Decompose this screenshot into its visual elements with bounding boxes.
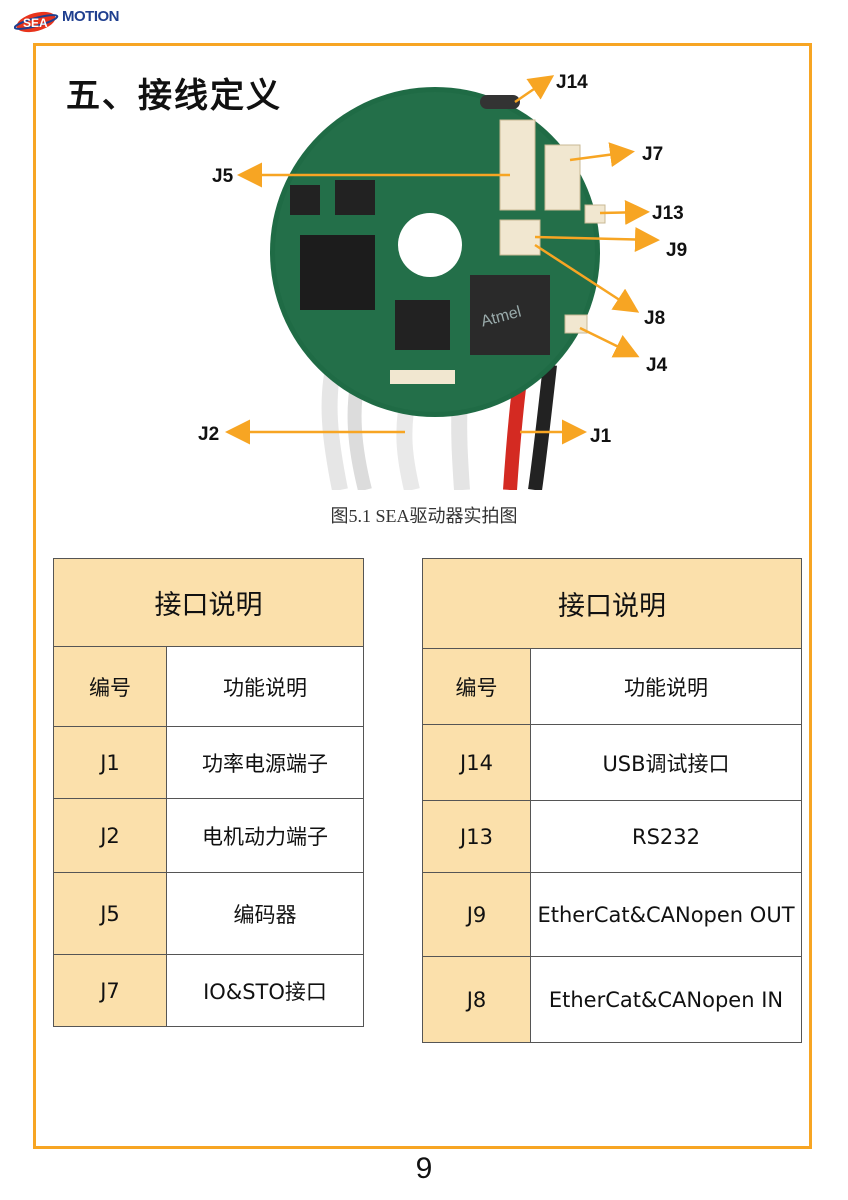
header-code: 编号 bbox=[53, 646, 167, 727]
label-j7: J7 bbox=[642, 144, 663, 165]
connector-j8-j9 bbox=[499, 219, 541, 256]
row-code: J13 bbox=[422, 800, 531, 873]
row-func: EtherCat&CANopen IN bbox=[530, 956, 802, 1043]
row-code: J8 bbox=[422, 956, 531, 1043]
driver-board-photo: Atmel J14 J7 J5 J13 J9 J8 J4 J2 J1 bbox=[198, 72, 687, 490]
label-j13: J13 bbox=[652, 203, 684, 224]
logo-text: MOTION bbox=[62, 8, 120, 25]
usb-port-j14 bbox=[480, 95, 520, 109]
label-j1: J1 bbox=[590, 426, 612, 447]
table-row: J1 功率电源端子 bbox=[53, 726, 364, 799]
table-title: 接口说明 bbox=[53, 558, 364, 647]
row-code: J1 bbox=[53, 726, 167, 799]
row-func: USB调试接口 bbox=[530, 724, 802, 801]
table-row: J8 EtherCat&CANopen IN bbox=[422, 956, 802, 1043]
table-row: J13 RS232 bbox=[422, 800, 802, 873]
table-row: J2 电机动力端子 bbox=[53, 798, 364, 873]
label-j14: J14 bbox=[556, 72, 588, 93]
table-row: J7 IO&STO接口 bbox=[53, 954, 364, 1027]
row-func: RS232 bbox=[530, 800, 802, 873]
atmel-chip bbox=[470, 275, 550, 355]
section-title: 五、接线定义 bbox=[66, 76, 282, 116]
label-j9: J9 bbox=[666, 240, 687, 261]
header-code: 编号 bbox=[422, 648, 531, 725]
page-frame bbox=[33, 43, 812, 1149]
row-func: 电机动力端子 bbox=[166, 798, 364, 873]
label-j2: J2 bbox=[198, 424, 219, 445]
row-code: J14 bbox=[422, 724, 531, 801]
row-code: J2 bbox=[53, 798, 167, 873]
interface-table-right: 接口说明 编号 功能说明 J14 USB调试接口 J13 RS232 J9 Et… bbox=[422, 558, 802, 1043]
row-code: J9 bbox=[422, 872, 531, 957]
table-row: J14 USB调试接口 bbox=[422, 724, 802, 801]
header-func: 功能说明 bbox=[530, 648, 802, 725]
center-hole bbox=[398, 213, 462, 277]
mcu-chip bbox=[300, 235, 375, 310]
header-func: 功能说明 bbox=[166, 646, 364, 727]
svg-text:SEA: SEA bbox=[23, 16, 48, 30]
company-logo: SEA bbox=[14, 11, 59, 33]
table-row: J5 编码器 bbox=[53, 872, 364, 955]
row-func: EtherCat&CANopen OUT bbox=[530, 872, 802, 957]
row-code: J7 bbox=[53, 954, 167, 1027]
label-j4: J4 bbox=[646, 355, 668, 376]
label-j5: J5 bbox=[212, 166, 234, 187]
connector-j7 bbox=[544, 144, 581, 211]
table-title: 接口说明 bbox=[422, 558, 802, 649]
table-row: J9 EtherCat&CANopen OUT bbox=[422, 872, 802, 957]
connector-j5 bbox=[499, 119, 536, 211]
row-func: 功率电源端子 bbox=[166, 726, 364, 799]
interface-table-left: 接口说明 编号 功能说明 J1 功率电源端子 J2 电机动力端子 J5 编码器 … bbox=[53, 558, 364, 1027]
page-number: 9 bbox=[415, 1152, 433, 1185]
row-func: 编码器 bbox=[166, 872, 364, 955]
figure-caption: 图5.1 SEA驱动器实拍图 bbox=[330, 506, 518, 526]
label-j8: J8 bbox=[644, 308, 665, 329]
row-func: IO&STO接口 bbox=[166, 954, 364, 1027]
connector-j2 bbox=[390, 370, 455, 384]
row-code: J5 bbox=[53, 872, 167, 955]
